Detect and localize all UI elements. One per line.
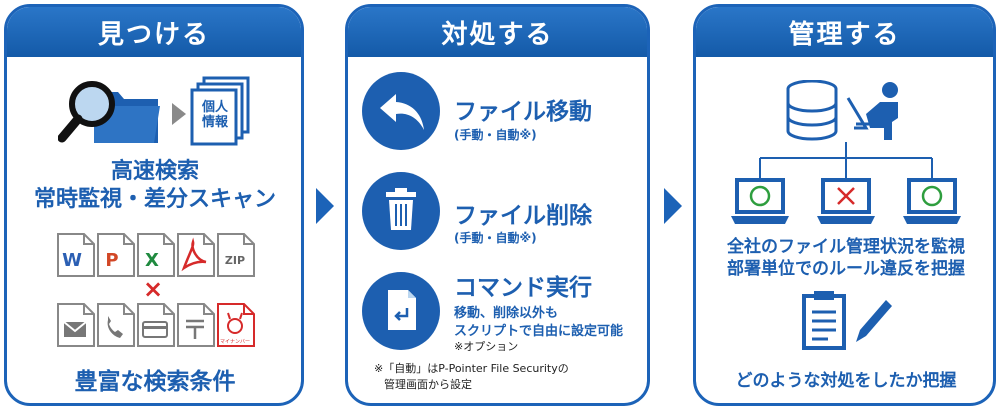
excel-file-icon: X bbox=[137, 233, 175, 277]
find-description: 高速検索 常時監視・差分スキャン bbox=[7, 158, 303, 214]
personal-info-line1: 個人 bbox=[201, 100, 228, 115]
find-desc-line2: 常時監視・差分スキャン bbox=[33, 187, 276, 212]
script-file-icon bbox=[388, 290, 416, 330]
personal-info-label: 個人 情報 bbox=[200, 100, 230, 130]
personal-info-document-icon bbox=[190, 76, 250, 146]
mail-file-icon bbox=[57, 303, 95, 347]
mynumber-label: マイナンバー bbox=[220, 339, 250, 345]
personal-info-line2: 情報 bbox=[201, 115, 228, 130]
delete-title: ファイル削除 bbox=[454, 203, 592, 229]
laptop-ok-icon-2 bbox=[903, 178, 961, 224]
flow-arrow-2 bbox=[664, 188, 682, 224]
move-arrow-icon bbox=[380, 94, 424, 130]
command-sub2: スクリプトで自由に設定可能 bbox=[454, 324, 624, 339]
move-sub: (手動・自動※) bbox=[454, 128, 537, 142]
excel-label: X bbox=[145, 250, 159, 271]
find-desc-line1: 高速検索 bbox=[110, 159, 199, 184]
auto-note-line2: 管理画面から設定 bbox=[384, 378, 472, 391]
flow-arrow-1 bbox=[316, 188, 334, 224]
ppt-label: P bbox=[105, 250, 118, 271]
command-sub1: 移動、削除以外も bbox=[454, 306, 559, 321]
laptop-ng-icon bbox=[817, 178, 875, 224]
delete-sub: (手動・自動※) bbox=[454, 231, 537, 245]
mynumber-file-icon: マイナンバー bbox=[217, 303, 255, 347]
find-footer: 豊富な検索条件 bbox=[74, 369, 236, 395]
manage-desc-line1: 全社のファイル管理状況を監視 bbox=[727, 237, 965, 257]
clipboard-pen-icon bbox=[802, 291, 892, 350]
command-sub3: ※オプション bbox=[454, 340, 519, 353]
command-title: コマンド実行 bbox=[454, 275, 592, 301]
trash-icon bbox=[386, 188, 416, 230]
laptop-ok-icon bbox=[731, 178, 789, 224]
network-tree-lines bbox=[759, 142, 933, 180]
powerpoint-file-icon: P bbox=[97, 233, 135, 277]
move-title: ファイル移動 bbox=[454, 99, 592, 125]
panel-manage-header: 管理する bbox=[696, 7, 993, 57]
manage-description: 全社のファイル管理状況を監視 部署単位でのルール違反を把握 bbox=[698, 236, 994, 280]
database-admin-icon bbox=[786, 80, 898, 141]
card-file-icon bbox=[137, 303, 175, 347]
zip-label: ZIP bbox=[225, 254, 245, 267]
zip-file-icon: ZIP bbox=[217, 233, 255, 277]
auto-note-line1: ※「自動」はP-Pointer File Securityの bbox=[374, 362, 569, 375]
panel-find-header: 見つける bbox=[7, 7, 301, 57]
manage-desc-line2: 部署単位でのルール違反を把握 bbox=[727, 259, 965, 279]
cross-mark: × bbox=[143, 275, 164, 303]
word-file-icon: W bbox=[57, 233, 95, 277]
manage-footer: どのような対処をしたか把握 bbox=[735, 371, 957, 391]
pdf-file-icon bbox=[177, 233, 215, 277]
small-arrow-icon bbox=[172, 103, 186, 125]
word-label: W bbox=[62, 250, 82, 271]
postal-file-icon bbox=[177, 303, 215, 347]
magnifier-folder-icon bbox=[58, 81, 160, 143]
panel-handle-header: 対処する bbox=[348, 7, 647, 57]
phone-file-icon bbox=[97, 303, 135, 347]
